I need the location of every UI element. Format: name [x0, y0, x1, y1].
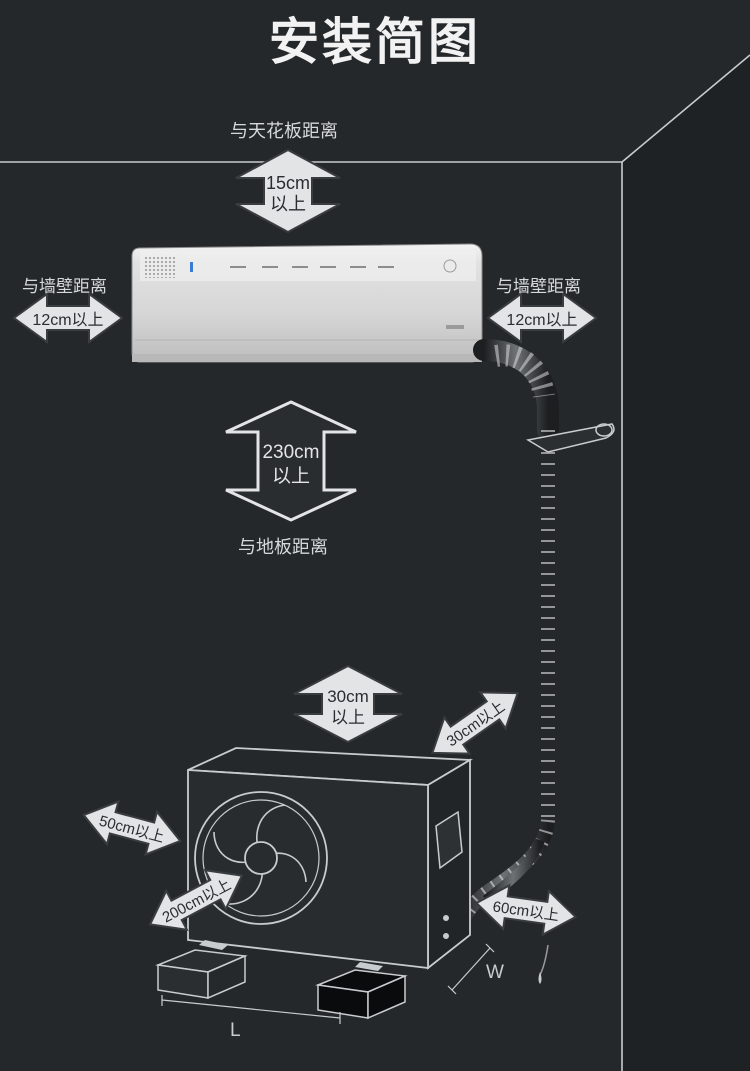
outdoor-top-clearance-unit: 以上 [331, 708, 365, 727]
right-wall-clearance-value: 12cm以上 [506, 311, 577, 329]
left-wall-clearance-value: 12cm以上 [32, 311, 103, 329]
indoor-ac-unit [131, 243, 483, 363]
ac-display-indicator [190, 262, 193, 272]
outdoor-ac-unit [187, 747, 474, 971]
fan-guard [194, 791, 328, 925]
right-wall-distance-label: 与墙壁距离 [496, 277, 581, 297]
floor-clearance-value: 230cm [262, 442, 319, 463]
refrigerant-pipe [451, 339, 615, 984]
right-wall-clearance-arrow [486, 292, 598, 344]
outdoor-top-clearance-arrow [293, 664, 403, 744]
left-wall-clearance-arrow [12, 292, 124, 344]
room-walls [0, 54, 750, 1071]
water-drop-icon [538, 972, 542, 984]
ac-vent-grill [144, 256, 176, 278]
outdoor-back-clearance-arrow: 30cm以上 [431, 691, 519, 755]
width-dimension-label: W [486, 962, 504, 983]
page-title: 安装简图 [269, 13, 481, 71]
left-wall-distance-label: 与墙壁距离 [22, 277, 107, 297]
outdoor-top-clearance-value: 30cm [327, 687, 369, 706]
outdoor-right-clearance-arrow: 60cm以上 [474, 883, 578, 937]
ceiling-distance-label: 与天花板距离 [230, 121, 338, 142]
mounting-blocks [155, 949, 408, 1020]
floor-distance-label: 与地板距离 [238, 537, 328, 558]
ceiling-clearance-arrow [235, 148, 341, 234]
ceiling-clearance-unit: 以上 [270, 194, 306, 214]
dimension-lines [161, 943, 495, 1024]
length-dimension-label: L [230, 1020, 241, 1041]
floor-clearance-arrow [225, 400, 357, 522]
outdoor-left-clearance-arrow: 50cm以上 [82, 799, 182, 857]
service-panel [435, 810, 463, 870]
floor-clearance-unit: 以上 [272, 465, 310, 487]
ceiling-clearance-value: 15cm [266, 173, 310, 193]
ac-logo-icon [443, 259, 457, 273]
